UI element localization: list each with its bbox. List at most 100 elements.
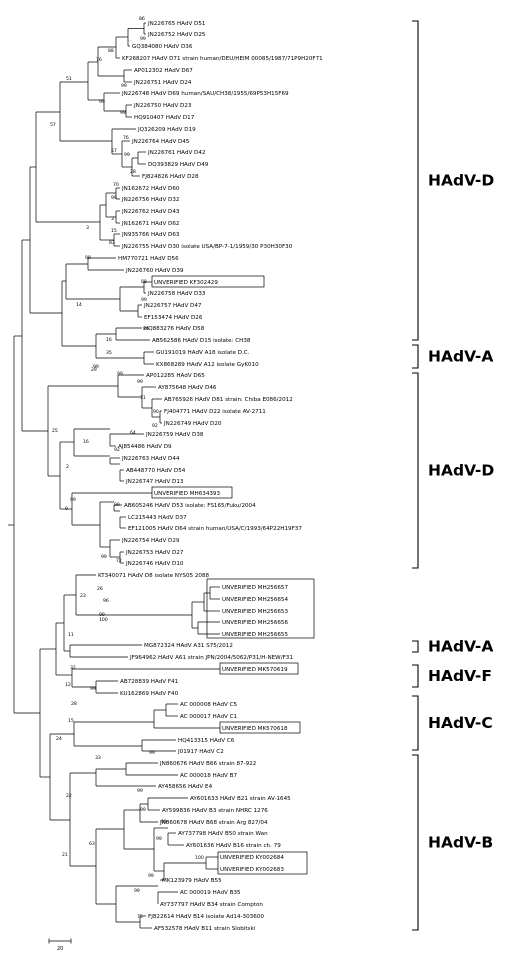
bootstrap-value: 21 [62,852,68,858]
bootstrap-value: 99 [99,612,105,618]
bootstrap-value: 28 [71,701,77,707]
leaf-label: GU191019 HAdV A18 isolate D.C. [156,350,250,356]
leaf-label: AC 000018 HAdV B7 [180,773,237,779]
bootstrap-value: 26 [97,586,103,592]
leaf-label: KU162869 HAdV F40 [120,691,179,697]
leaf-label: UNVERIFIED MH256654 [222,597,288,603]
leaf-label: AB562586 HAdV D15 isolate: CH38 [152,338,251,344]
bootstrap-value: 99 [141,297,147,303]
clade-bracket [412,754,419,931]
leaf-label: AY737798 HAdV B50 strain Wan [178,831,268,837]
leaf-label: JN226755 HAdV D30 isolate USA/BP-7-1/195… [121,244,293,250]
bootstrap-value: 25 [52,428,58,434]
leaf-label: AY737797 HAdV B34 strain Compton [160,902,263,908]
leaf-label: UNVERIFIED MH256656 [222,620,288,626]
leaf-label: AB765926 HAdV D81 strain: Chiba E086/201… [164,397,293,403]
leaf-label: JN860678 HAdV B68 strain Arg 827/04 [159,820,268,826]
bootstrap-value: 70 [113,182,119,188]
bootstrap-value: 3 [111,216,114,222]
bootstrap-value: 72 [116,558,122,564]
highlight-box [217,851,308,875]
clade-bracket [412,695,419,751]
bootstrap-value: 76 [96,57,102,63]
bootstrap-value: 99 [148,873,154,879]
bootstrap-value: 23 [80,593,86,599]
leaf-label: JF964962 HAdV A61 strain JPN/2004/5062/P… [129,655,293,661]
bootstrap-value: 99 [117,371,123,377]
leaf-label: MK123979 HAdV B55 [162,878,222,884]
leaf-label: UNVERIFIED MH256655 [222,632,288,638]
leaf-label: JN162671 HAdV D62 [121,221,179,227]
bootstrap-value: 99 [134,888,140,894]
leaf-label: JN935766 HAdV D63 [121,232,180,238]
scale-bar-label: 20 [57,946,63,952]
leaf-label: JN226760 HAdV D39 [125,268,184,274]
clade-label: HAdV-D [428,462,494,480]
bootstrap-value: 99 [156,836,162,842]
bootstrap-value: 86 [139,16,145,22]
leaf-label: KX868289 HAdV A12 isolate GyK010 [156,362,259,368]
leaf-label: JN226757 HAdV D47 [143,303,202,309]
bootstrap-value: 63 [89,841,95,847]
leaf-label: AJ854486 HAdV D9 [118,444,172,450]
bootstrap-value: 99 [111,195,117,201]
bootstrap-value: 12 [65,682,71,688]
bootstrap-value: 99 [137,379,143,385]
bootstrap-value: 100 [195,855,204,861]
highlight-box [151,275,265,288]
leaf-label: AF532578 HAdV B11 strain Slobitski [154,926,256,932]
leaf-label: JN860676 HAdV B66 strain 87-922 [159,761,256,767]
bootstrap-value: 99 [114,502,120,508]
bootstrap-value: 15 [68,718,74,724]
bootstrap-value: 71 [140,395,146,401]
leaf-label: HQ910407 HAdV D17 [134,115,195,121]
leaf-label: DQ393829 HAdV D49 [148,162,209,168]
leaf-label: JN226758 HAdV D33 [147,291,206,297]
bootstrap-value: 99 [124,152,130,158]
leaf-label: JN226762 HAdV D43 [121,209,180,215]
leaf-label: UNVERIFIED MH256653 [222,609,288,615]
highlight-box [219,662,299,675]
clade-bracket [412,640,419,653]
bootstrap-value: 99 [137,788,143,794]
bootstrap-value: 16 [83,439,89,445]
bootstrap-value: 3 [86,225,89,231]
leaf-label: JN226759 HAdV D38 [145,432,204,438]
leaf-label: JN226748 HAdV D69 human/SAU/CH38/1955/69… [121,91,289,97]
bootstrap-value: 24 [56,736,62,742]
bootstrap-value: 33 [95,755,101,761]
leaf-label: KT340071 HAdV D8 isolate NYS05 2088 [98,573,210,579]
clade-label: HAdV-D [428,172,494,190]
bootstrap-value: 9 [65,506,68,512]
leaf-label: LC215443 HAdV D37 [128,515,187,521]
clade-brackets: HAdV-DHAdV-AHAdV-DHAdV-AHAdV-FHAdV-CHAdV… [412,20,494,931]
highlight-box [206,578,315,639]
leaf-label: HM770721 HAdV D56 [118,256,179,262]
bootstrap-value: 88 [141,279,147,285]
bootstrap-value: 86 [143,326,149,332]
leaf-label: UNVERIFIED MH256657 [222,585,288,591]
leaf-label: AY601633 HAdV B21 strain AV-1645 [190,796,291,802]
bootstrap-value: 32 [70,665,76,671]
bootstrap-value: 99 [161,819,167,825]
leaf-label: EF153474 HAdV D26 [144,315,203,321]
clade-label: HAdV-C [428,714,493,732]
bootstrap-value: 99 [101,554,107,560]
bootstrap-value: 83 [109,240,115,246]
tree-branches [8,22,220,929]
bootstrap-value: 28 [130,169,136,175]
bootstrap-value: 88 [108,48,114,54]
bootstrap-value: 100 [99,617,108,623]
bootstrap-value: 99 [140,807,146,813]
leaf-label: JN226763 HAdV D44 [121,456,180,462]
bootstrap-value: 57 [111,148,117,154]
leaf-label: JN226749 HAdV D20 [163,421,222,427]
leaf-label: AY458656 HAdV E4 [158,784,213,790]
leaf-label: UNVERIFIED MK570618 [222,726,288,732]
leaf-label: FJ822614 HAdV B14 isolate Ad14-303600 [148,914,264,920]
leaf-label: HQ413315 HAdV C6 [178,738,235,744]
leaf-label: AC 000019 HAdV B35 [180,890,241,896]
bootstrap-value: 51 [66,76,72,82]
